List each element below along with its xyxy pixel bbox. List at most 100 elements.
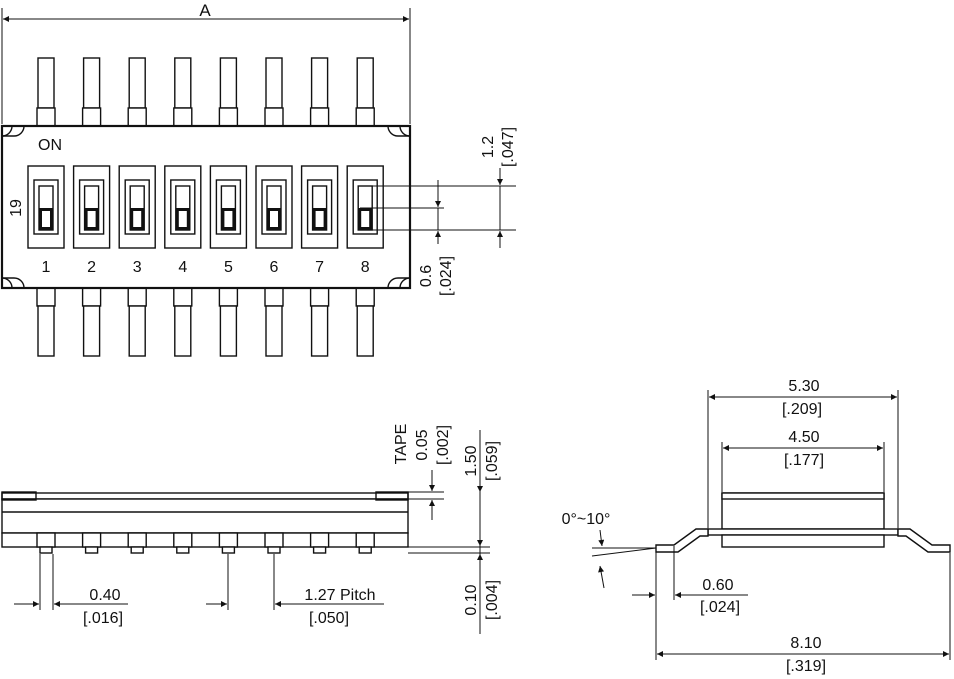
side-tape [721, 492, 885, 500]
switch: 3 [118, 165, 156, 276]
body-outer-mm: 5.30 [788, 378, 819, 395]
front-lead [218, 532, 239, 554]
switch-housing [164, 165, 202, 249]
switch-housing [255, 165, 293, 249]
pitch-mm: 1.27 Pitch [304, 587, 375, 604]
switch-number: 4 [178, 259, 187, 276]
corner-notch [399, 125, 411, 137]
switch: 7 [300, 165, 339, 276]
front-lead [309, 532, 330, 554]
lead-bottom [81, 287, 102, 357]
corner-notch [399, 277, 411, 289]
lead-width-mm: 0.40 [89, 587, 120, 604]
bottom-leads [36, 287, 375, 357]
corner-arc [387, 277, 410, 289]
top-leads [36, 57, 375, 127]
switch-actuator-face [87, 211, 96, 227]
switch-number: 3 [133, 259, 142, 276]
switch-number: 1 [42, 259, 51, 276]
body-inner-mm: 4.50 [788, 429, 819, 446]
lead-top [309, 57, 330, 127]
corner-arc [387, 125, 410, 137]
dim-12-mm: 1.2 [480, 136, 497, 158]
pitch-in: [.050] [309, 610, 349, 627]
standoff-in: [.004] [484, 580, 501, 620]
lead-bottom [218, 287, 239, 357]
body-outer-in: [.209] [782, 401, 822, 418]
angle-arrow-bottom [598, 565, 605, 589]
switch-housing [72, 165, 111, 249]
front-lead [81, 532, 102, 554]
side-body-base [707, 528, 899, 536]
standoff-mm: 0.10 [463, 584, 480, 615]
switch-housing [346, 165, 384, 249]
switch-body-outline [0, 124, 412, 290]
dim-12-in: [.047] [500, 127, 517, 167]
switch-slot [124, 179, 150, 235]
switch: 1 [27, 165, 65, 276]
lead-top [173, 57, 193, 127]
height-in: [.059] [484, 441, 501, 481]
switch-actuator-face [133, 211, 142, 227]
front-lead [36, 532, 56, 554]
height-mm: 1.50 [463, 445, 480, 476]
switch-number: 8 [361, 259, 370, 276]
angle-arrow-top [598, 529, 605, 547]
front-body [1, 498, 409, 534]
dim-06-in: [.024] [438, 256, 455, 296]
body-inner-in: [.177] [784, 452, 824, 469]
switch-housing [300, 165, 339, 249]
switch-actuator-face [42, 211, 50, 227]
corner-notch [1, 277, 13, 289]
angle-label: 0°~10° [562, 511, 611, 528]
switch-number: 6 [270, 259, 279, 276]
corner-notch [1, 125, 13, 137]
switch-housing [209, 165, 248, 249]
front-leads [36, 532, 375, 554]
front-lead [173, 532, 193, 554]
lead-top [218, 57, 239, 127]
foot-mm: 0.60 [702, 577, 733, 594]
front-lead [264, 532, 284, 554]
on-label: ON [38, 137, 62, 154]
front-view: TAPE 0.05 [.002] 1.50 [.059] 0.10 [.004]… [1, 424, 501, 634]
foot-in: [.024] [700, 599, 740, 616]
front-base [1, 532, 409, 548]
tape-tab-left [1, 491, 37, 501]
switch-actuator-face [315, 211, 324, 227]
switch-slot [306, 179, 333, 235]
tape-in: [.002] [435, 425, 452, 465]
overall-in: [.319] [786, 658, 826, 675]
dim-06-mm: 0.6 [418, 265, 435, 287]
corner-arc [2, 125, 25, 137]
switch-number: 7 [315, 259, 324, 276]
angle-lead-line [591, 547, 657, 557]
switch: 5 [209, 165, 248, 276]
switch-slot [170, 179, 196, 235]
right-gull-wing-lead [897, 528, 951, 553]
switch-number: 5 [224, 259, 233, 276]
lead-top [81, 57, 102, 127]
tape-label: TAPE [393, 424, 410, 465]
switch-actuator-face [224, 211, 233, 227]
lead-bottom [127, 287, 147, 357]
side-view: 5.30 [.209] 4.50 [.177] 0°~10° 0.60 [.02… [562, 378, 951, 675]
lead-top [36, 57, 56, 127]
tape-mm: 0.05 [414, 429, 431, 460]
switch: 8 [346, 165, 384, 276]
switch-slot [352, 179, 378, 235]
switch-actuator-face [361, 211, 370, 227]
lead-top [264, 57, 284, 127]
lead-bottom [355, 287, 375, 357]
front-lead [355, 532, 375, 554]
left-gull-wing-lead [655, 528, 709, 553]
switch-actuator-face [270, 211, 278, 227]
switch-slot [215, 179, 242, 235]
front-lead [127, 532, 147, 554]
switch-slot [78, 179, 105, 235]
switch-slot [261, 179, 287, 235]
side-number: 19 [8, 199, 25, 217]
